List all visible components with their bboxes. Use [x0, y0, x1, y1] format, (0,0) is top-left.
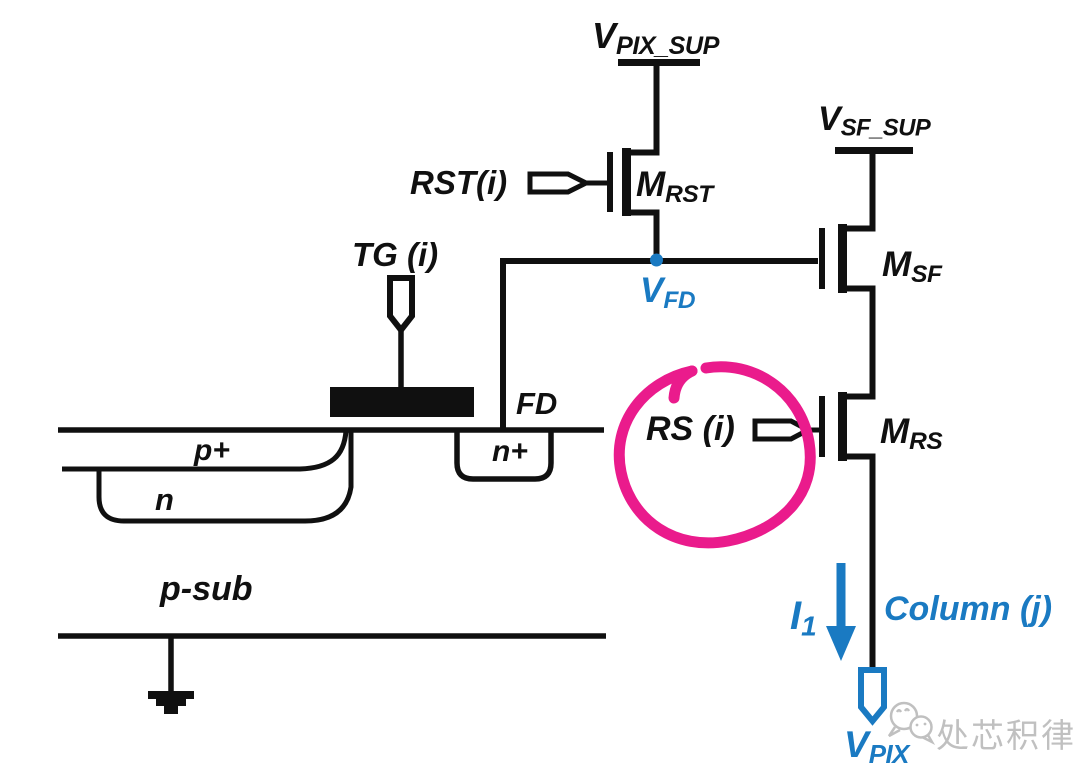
mrs-drain-wire	[843, 393, 876, 400]
n-plus-region-outline	[454, 429, 554, 482]
msf-gate-bar	[819, 228, 825, 289]
vpix-sup-label: VPIX_SUP	[592, 15, 719, 61]
msf-drain-wire	[843, 151, 876, 232]
column-label: Column (j)	[884, 590, 1053, 628]
vpix-sup-supply-bar	[618, 59, 700, 66]
mrs-label: MRS	[880, 412, 943, 455]
rs-signal-pin-icon	[752, 418, 814, 442]
fd-node-wire	[500, 258, 818, 430]
vsf-sup-label: VSF_SUP	[818, 100, 931, 142]
tg-signal-pin-icon	[387, 275, 415, 335]
mrst-channel-bar	[622, 148, 631, 216]
n-well-label: n	[155, 482, 174, 517]
tg-signal-label: TG (i)	[352, 236, 439, 273]
p-sub-label: p-sub	[160, 570, 253, 608]
transfer-gate-electrode	[330, 387, 474, 417]
p-plus-region-outline	[62, 430, 349, 472]
wechat-icon	[887, 701, 936, 745]
vfd-label: VFD	[640, 271, 696, 314]
mrs-channel-bar	[838, 392, 847, 461]
rs-signal-label: RS (i)	[646, 410, 735, 448]
ground-icon	[148, 691, 194, 714]
rst-signal-pin-icon	[527, 171, 592, 195]
mrs-gate-bar	[819, 396, 825, 457]
highlight-circle-annotation	[613, 361, 816, 549]
mrst-label: MRST	[636, 165, 713, 208]
n-well-region-outline	[96, 431, 354, 524]
rst-signal-label: RST(i)	[410, 164, 508, 201]
n-plus-label: n+	[492, 435, 528, 468]
mrst-drain-wire	[626, 63, 660, 156]
vfd-node-dot	[650, 253, 663, 267]
vsf-sup-supply-bar	[835, 147, 913, 154]
fd-label: FD	[516, 386, 558, 421]
vpix-label: VPIX	[844, 724, 909, 770]
mrst-source-wire	[626, 209, 660, 263]
msf-label: MSF	[882, 245, 942, 288]
vpix-output-pin-icon	[858, 667, 887, 726]
mrs-source-column-wire	[843, 453, 876, 669]
i1-current-arrow-head	[826, 626, 856, 661]
msf-source-wire	[843, 285, 876, 399]
watermark-text: 处芯积律	[936, 717, 1076, 754]
p-plus-label: p+	[194, 434, 230, 467]
i1-current-label: I1	[790, 594, 817, 642]
msf-channel-bar	[838, 224, 847, 293]
mrst-gate-bar	[607, 152, 613, 212]
